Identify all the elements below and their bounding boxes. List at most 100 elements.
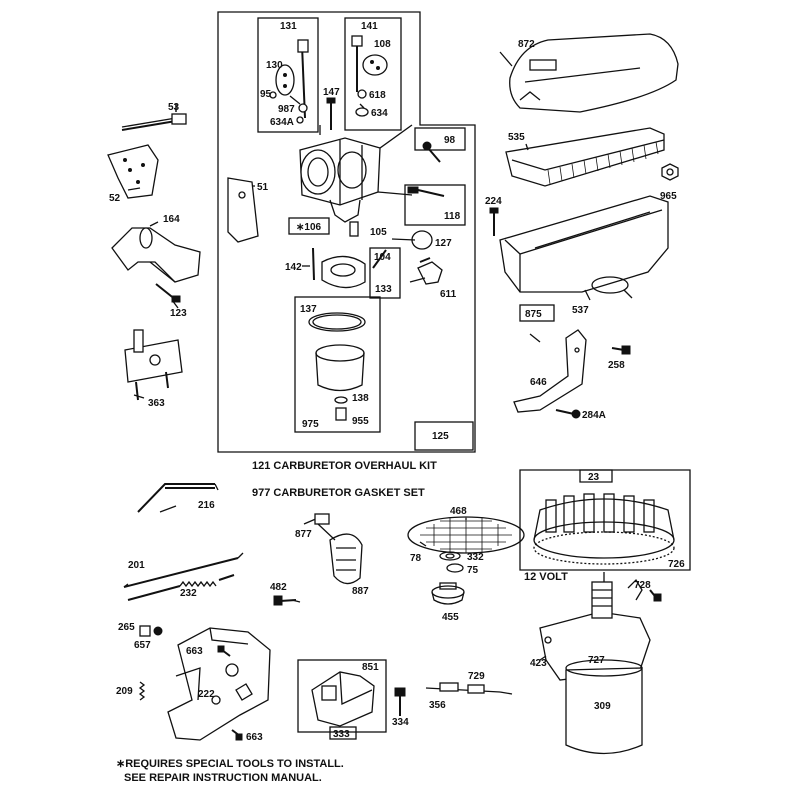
air-cleaner-base-875 xyxy=(499,195,669,322)
label-222: 222 xyxy=(198,689,215,700)
label-537: 537 xyxy=(572,305,589,316)
screen-468 xyxy=(407,516,525,554)
label-142: 142 xyxy=(285,262,302,273)
label-141: 141 xyxy=(361,21,378,32)
footnote-line-2: SEE REPAIR INSTRUCTION MANUAL. xyxy=(124,772,322,784)
screw-98 xyxy=(422,141,441,163)
label-663-upper: 663 xyxy=(186,646,203,657)
throttle-shaft-141 xyxy=(351,35,388,117)
screw-728 xyxy=(649,589,662,602)
carburetor-kit-frame xyxy=(217,11,476,453)
label-104: 104 xyxy=(374,252,391,263)
label-728: 728 xyxy=(634,580,651,591)
parts-265-657 xyxy=(139,625,163,637)
label-137: 137 xyxy=(300,304,317,315)
box-133 xyxy=(369,247,401,299)
label-333: 333 xyxy=(333,729,350,740)
box-131 xyxy=(257,17,319,133)
label-334: 334 xyxy=(392,717,409,728)
label-851: 851 xyxy=(362,662,379,673)
float-bowl xyxy=(308,312,366,421)
sensor-877 xyxy=(303,513,330,525)
screw-663-upper xyxy=(217,645,231,657)
bracket-646 xyxy=(513,329,587,413)
label-987: 987 xyxy=(278,104,295,115)
label-95: 95 xyxy=(260,89,272,100)
label-872: 872 xyxy=(518,39,535,50)
label-875: 875 xyxy=(525,309,542,320)
box-975 xyxy=(294,296,381,433)
label-123: 123 xyxy=(170,308,187,319)
link-216 xyxy=(137,483,219,513)
flywheel-726 xyxy=(519,469,691,571)
label-468: 468 xyxy=(450,506,467,517)
float xyxy=(321,255,366,289)
bracket-164 xyxy=(111,227,201,283)
label-224: 224 xyxy=(485,196,502,207)
air-cleaner-cover-872 xyxy=(509,33,679,113)
label-657: 657 xyxy=(134,640,151,651)
gasket-52 xyxy=(107,144,159,199)
clutch-455 xyxy=(431,582,465,605)
label-646: 646 xyxy=(530,377,547,388)
caption-overhaul-kit: 121 CARBURETOR OVERHAUL KIT xyxy=(252,460,437,472)
label-78: 78 xyxy=(410,553,422,564)
label-455: 455 xyxy=(442,612,459,623)
label-105: 105 xyxy=(370,227,387,238)
nut-965 xyxy=(661,163,679,181)
label-23: 23 xyxy=(588,472,600,483)
box-106 xyxy=(288,217,330,235)
primer-611 xyxy=(417,257,443,285)
starter-motor xyxy=(539,578,651,755)
label-209: 209 xyxy=(116,686,133,697)
label-887: 887 xyxy=(352,586,369,597)
washers-332-75 xyxy=(439,551,464,573)
label-634a: 634A xyxy=(270,117,294,128)
screw-224 xyxy=(489,207,499,236)
label-965: 965 xyxy=(660,191,677,202)
label-108: 108 xyxy=(374,39,391,50)
choke-shaft-131 xyxy=(269,39,309,124)
label-423: 423 xyxy=(530,658,547,669)
link-201 xyxy=(123,552,244,588)
label-51: 51 xyxy=(257,182,269,193)
wire-729-356 xyxy=(425,682,513,695)
label-133: 133 xyxy=(375,284,392,295)
label-130: 130 xyxy=(266,60,283,71)
needle-104 xyxy=(372,249,387,269)
screw-334 xyxy=(394,687,406,716)
leaders-main xyxy=(289,95,426,283)
carburetor-body xyxy=(299,124,413,223)
label-118: 118 xyxy=(444,211,461,222)
spring-232 xyxy=(127,574,235,601)
label-955: 955 xyxy=(352,416,369,427)
coil-851 xyxy=(297,659,387,740)
bracket-363 xyxy=(124,329,183,401)
screw-147 xyxy=(326,97,336,130)
screw-123 xyxy=(155,283,181,303)
label-309: 309 xyxy=(594,701,611,712)
label-98: 98 xyxy=(444,135,456,146)
spring-209 xyxy=(138,681,146,701)
label-663-lower: 663 xyxy=(246,732,263,743)
box-125 xyxy=(414,421,474,451)
control-bracket-222 xyxy=(167,627,271,741)
label-201: 201 xyxy=(128,560,145,571)
label-106: ∗106 xyxy=(296,222,322,233)
plate-51 xyxy=(227,177,259,243)
governor-shaft-53 xyxy=(121,104,187,131)
label-75: 75 xyxy=(467,565,479,576)
box-141 xyxy=(344,17,402,131)
armature-887 xyxy=(317,523,363,585)
label-332: 332 xyxy=(467,552,484,563)
screw-663-lower xyxy=(231,729,243,741)
label-131: 131 xyxy=(280,21,297,32)
label-127: 127 xyxy=(435,238,452,249)
label-535: 535 xyxy=(508,132,525,143)
label-12-volt: 12 VOLT xyxy=(524,571,568,583)
box-98 xyxy=(414,127,466,151)
label-53: 53 xyxy=(168,102,180,113)
label-618: 618 xyxy=(369,90,386,101)
label-232: 232 xyxy=(180,588,197,599)
box-118 xyxy=(404,184,466,226)
